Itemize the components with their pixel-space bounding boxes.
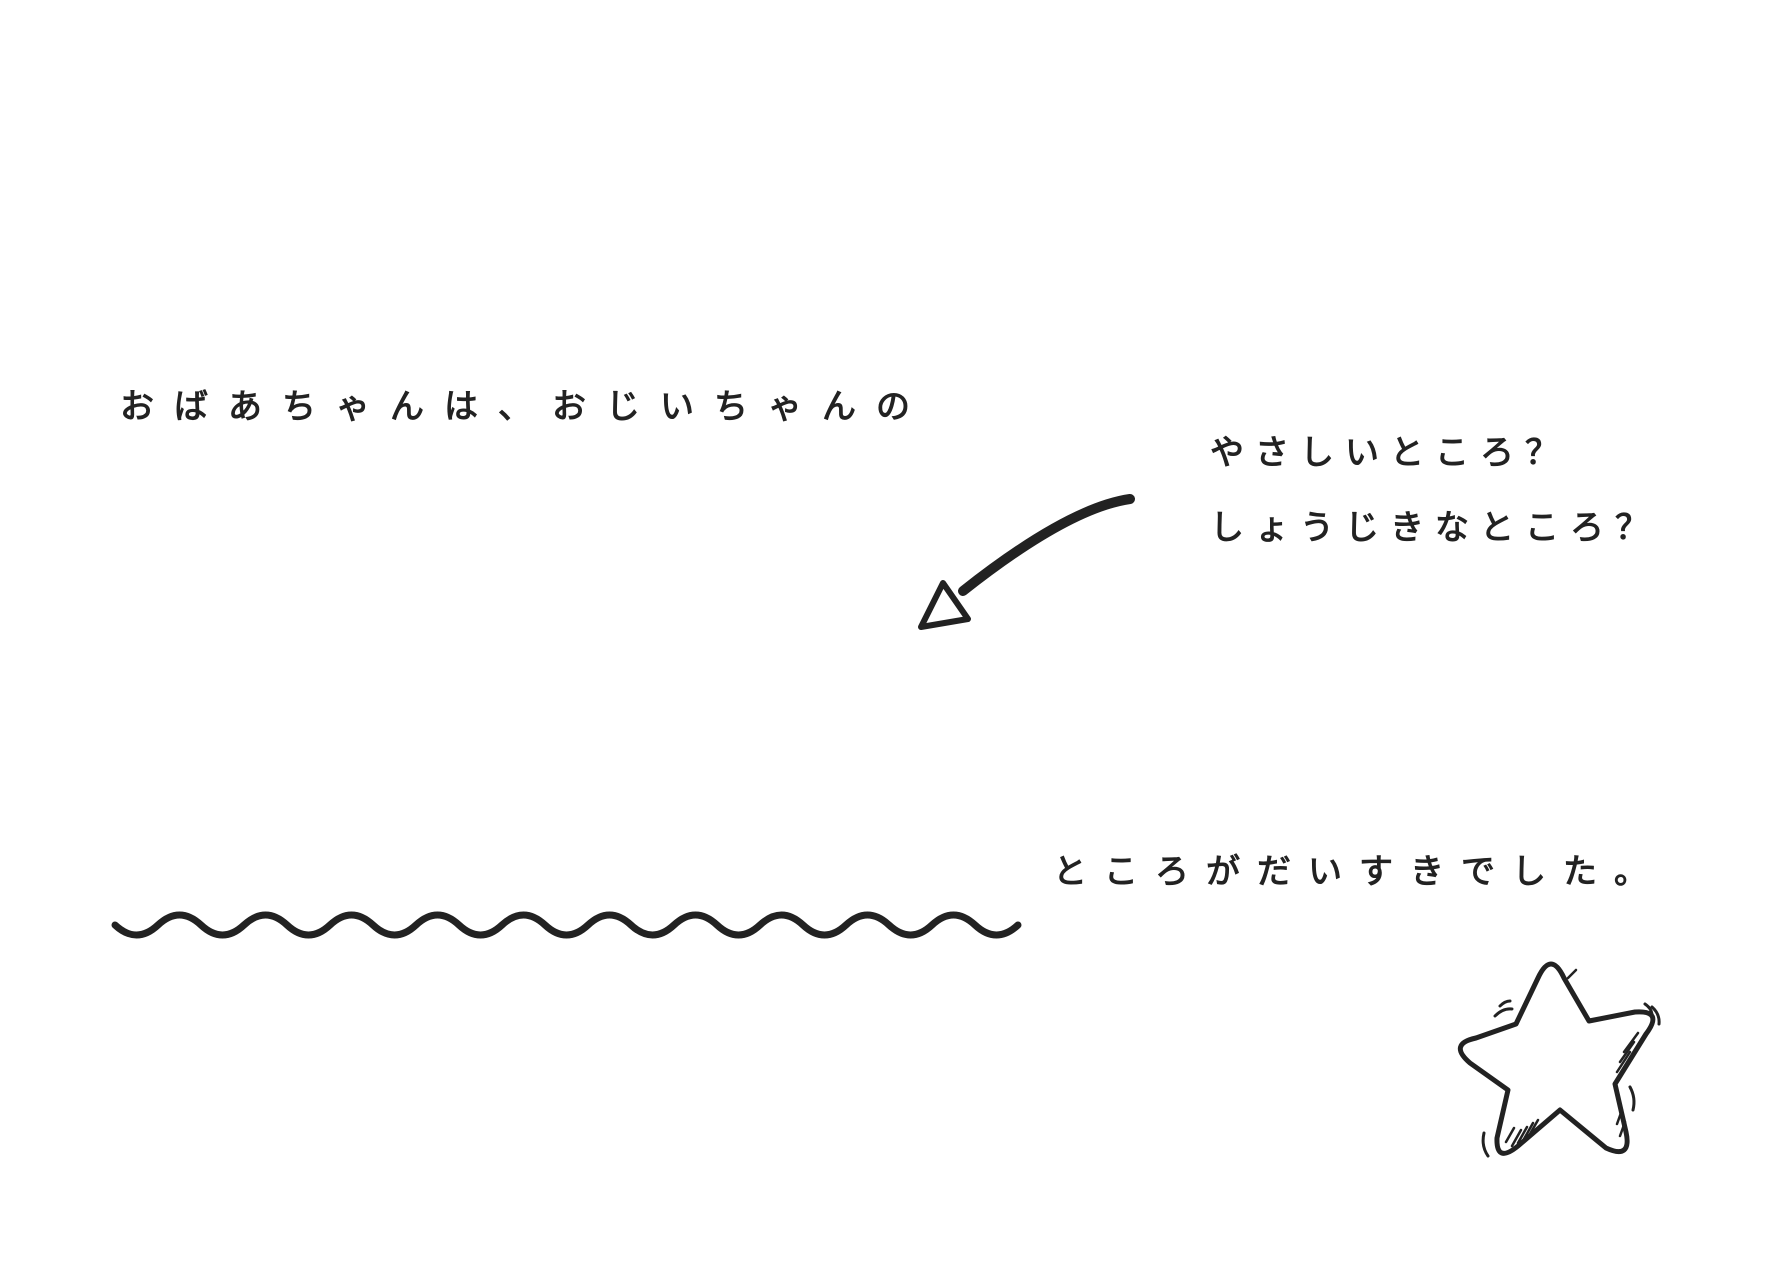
wavy-line bbox=[111, 911, 1022, 939]
curved-arrow-icon bbox=[918, 494, 1135, 630]
star-outline bbox=[1458, 961, 1656, 1156]
message-closing-line: ところがだいすきでした。 bbox=[1053, 852, 1665, 892]
star-hatching bbox=[1504, 968, 1640, 1148]
star-accent-marks bbox=[1481, 999, 1661, 1158]
arrow-shaft bbox=[958, 494, 1135, 596]
example-prompt-kind: やさしいところ？ bbox=[1210, 433, 1570, 473]
example-prompt-honest: しょうじきなところ？ bbox=[1210, 508, 1660, 548]
message-intro-line: おばあちゃんは、おじいちゃんの bbox=[120, 387, 930, 427]
arrow-head bbox=[918, 580, 971, 630]
star-doodle-icon bbox=[1458, 961, 1661, 1158]
